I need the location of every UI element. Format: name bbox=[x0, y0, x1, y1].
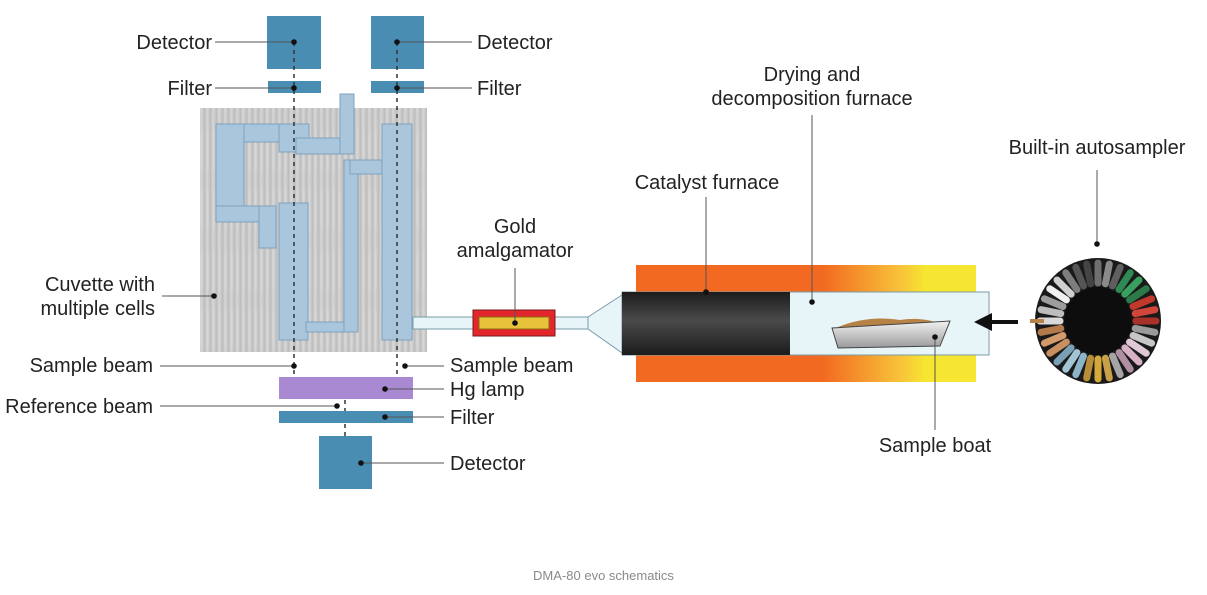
autosampler-slot bbox=[1040, 295, 1067, 310]
autosampler-slot bbox=[1053, 276, 1075, 298]
label-drying-line1: Drying and bbox=[763, 64, 861, 86]
autosampler-slot bbox=[1083, 260, 1095, 288]
autosampler-slot bbox=[1121, 276, 1143, 298]
autosampler-slot bbox=[1131, 306, 1159, 318]
label-filter-top-left: Filter bbox=[167, 78, 212, 100]
autosampler-hub bbox=[1064, 287, 1132, 355]
autosampler-slot bbox=[1126, 338, 1150, 357]
autosampler-slot bbox=[1037, 324, 1065, 336]
autosampler-slot bbox=[1037, 306, 1065, 318]
autosampler-slot bbox=[1121, 344, 1143, 366]
autosampler-slot bbox=[1129, 332, 1156, 347]
label-sample-beam-left: Sample beam bbox=[29, 355, 153, 377]
label-detector-top-right: Detector bbox=[477, 32, 553, 54]
hg-lamp bbox=[279, 377, 413, 399]
tube-funnel bbox=[587, 292, 626, 356]
autosampler-slot bbox=[1072, 352, 1087, 379]
label-gold-line2: amalgamator bbox=[456, 240, 574, 262]
gold-leader-dot bbox=[512, 320, 518, 326]
autosampler-slot bbox=[1072, 263, 1087, 290]
label-cuvette-line2: multiple cells bbox=[40, 298, 155, 320]
catalyst-section bbox=[622, 292, 790, 355]
autosampler-slot bbox=[1115, 349, 1134, 373]
autosampler-slot bbox=[1109, 352, 1124, 379]
figure-caption: DMA-80 evo schematics bbox=[533, 568, 674, 583]
autosampler-slot bbox=[1129, 295, 1156, 310]
autosampler-slot bbox=[1101, 354, 1113, 382]
label-detector-top-left: Detector bbox=[136, 32, 212, 54]
leader-lines bbox=[160, 39, 472, 466]
label-gold-line1: Gold bbox=[493, 216, 537, 238]
autosampler-slot bbox=[1109, 263, 1124, 290]
autosampler-slot bbox=[1115, 269, 1134, 293]
label-autosampler: Built-in autosampler bbox=[1008, 137, 1186, 159]
label-filter-bottom: Filter bbox=[450, 407, 495, 429]
autosampler-slot bbox=[1083, 354, 1095, 382]
autosampler-slot bbox=[1126, 285, 1150, 304]
autosampler-slot bbox=[1053, 344, 1075, 366]
label-sample-beam-right: Sample beam bbox=[450, 355, 574, 377]
autosampler-slot bbox=[1046, 285, 1070, 304]
right-leader-lines bbox=[703, 115, 1100, 430]
filter-bottom bbox=[279, 411, 413, 423]
autosampler-slot bbox=[1046, 338, 1070, 357]
label-reference-beam: Reference beam bbox=[5, 396, 153, 418]
label-drying-line2: decomposition furnace bbox=[711, 88, 913, 110]
autosampler-slot bbox=[1062, 349, 1081, 373]
label-detector-bottom: Detector bbox=[450, 453, 526, 475]
autosampler-slot bbox=[1101, 260, 1113, 288]
sample-boat bbox=[831, 318, 951, 349]
label-cuvette-line1: Cuvette with bbox=[44, 274, 155, 296]
label-sample-boat: Sample boat bbox=[878, 435, 992, 457]
label-hg-lamp: Hg lamp bbox=[450, 379, 525, 401]
autosampler-slot bbox=[1040, 332, 1067, 347]
label-catalyst-furnace: Catalyst furnace bbox=[634, 172, 780, 194]
autosampler-slot bbox=[1131, 324, 1159, 336]
label-filter-top-right: Filter bbox=[477, 78, 522, 100]
autosampler-wheel-icon bbox=[1035, 258, 1161, 384]
autosampler-slot bbox=[1062, 269, 1081, 293]
arrow-left-icon bbox=[974, 313, 1018, 331]
